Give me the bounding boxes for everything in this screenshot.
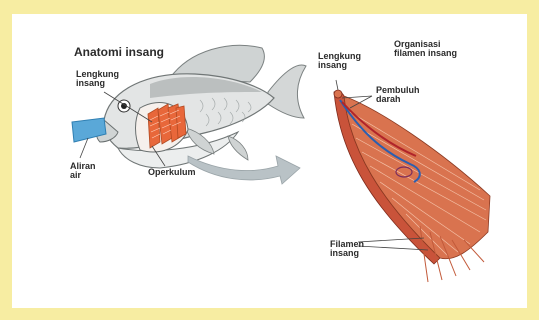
operculum-label: Operkulum [148, 168, 196, 177]
gill-arch-label-left: Lengkung insang [76, 70, 119, 89]
anatomy-title: Anatomi insang [74, 46, 164, 59]
blood-vessel-label: Pembuluh darah [376, 86, 420, 105]
gill-filament-label: Filamen insang [330, 240, 364, 259]
filament-organization-label: Organisasi filamen insang [394, 40, 457, 59]
water-flow-label: Aliran air [70, 162, 96, 181]
anal-fin [228, 136, 248, 160]
arch-cap [334, 90, 342, 98]
tail-fin [268, 65, 306, 118]
gill-arch-label-right: Lengkung insang [318, 52, 361, 71]
direction-arrow [188, 156, 300, 184]
